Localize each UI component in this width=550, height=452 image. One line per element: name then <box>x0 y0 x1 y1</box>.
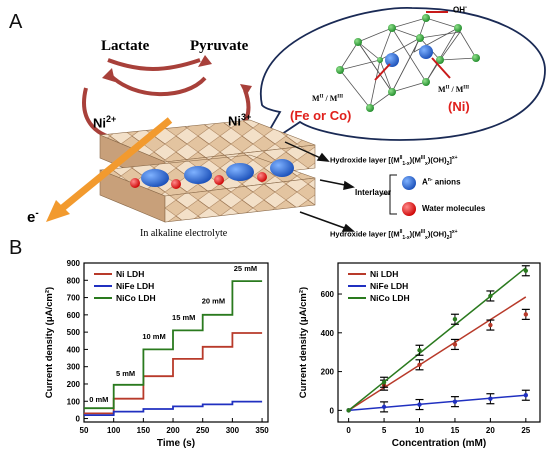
ni2-label: Ni2+ <box>93 114 117 131</box>
interlayer-ions <box>130 159 294 189</box>
data-point <box>452 399 458 404</box>
panel-b-letter: B <box>9 237 23 259</box>
time-current-chart: 50 100 150 200 250 300 350 0 100 200 300 400 500 600 7… <box>44 259 269 449</box>
x-tick-label: 350 <box>255 426 269 435</box>
y-tick-label: 500 <box>67 328 81 337</box>
series-line <box>84 280 263 410</box>
pointer-arrows <box>374 11 451 81</box>
data-point <box>417 362 422 367</box>
concentration-label: 5 mM <box>116 369 135 378</box>
y-tick-label: 400 <box>67 345 81 354</box>
hydroxide-layer-bottom: Hydroxide layer [(MII1-x)(MIIIx)(OH)2]x+ <box>330 229 458 241</box>
electron-label: e- <box>27 208 39 226</box>
hydroxide-layer-top: Hydroxide layer [(MII1-x)(MIIIx)(OH)2]x+ <box>330 155 458 167</box>
panel-a-diagram <box>46 7 546 232</box>
data-point <box>381 404 387 410</box>
x-axis-label: Concentration (mM) <box>392 438 486 449</box>
structure-bubble <box>257 7 546 151</box>
y-tick-label: 300 <box>67 363 81 372</box>
m-label-left: MII / MIII <box>312 94 344 103</box>
x-tick-label: 10 <box>415 426 424 435</box>
fit-line <box>348 394 526 412</box>
ni3-label: Ni3+ <box>228 112 252 129</box>
y-tick-label: 800 <box>67 276 81 285</box>
concentration-label: 0 mM <box>89 395 108 404</box>
x-tick-label: 5 <box>382 426 387 435</box>
data-point <box>346 408 351 413</box>
water-label: Water molecules <box>422 204 486 213</box>
y-tick-label: 400 <box>321 329 335 338</box>
x-tick-label: 150 <box>137 426 151 435</box>
y-axis-label: Current density (μA/cm²) <box>44 287 55 398</box>
plot-frame <box>83 262 269 423</box>
data-point <box>452 317 458 322</box>
hydroxide-atoms <box>336 14 480 112</box>
pyruvate-label: Pyruvate <box>190 38 249 54</box>
legend-label: NiFe LDH <box>370 281 408 291</box>
x-tick-label: 15 <box>450 426 459 435</box>
data-point <box>452 342 458 347</box>
y-tick-label: 200 <box>321 368 335 377</box>
data-point <box>381 380 387 385</box>
concentration-label: 10 mM <box>142 332 165 341</box>
y-tick-label: 200 <box>67 380 81 389</box>
y-tick-label: 0 <box>330 406 335 415</box>
legend-label: NiFe LDH <box>116 281 154 291</box>
data-point <box>523 312 529 317</box>
data-point <box>488 322 493 328</box>
oh-label: OH- <box>453 5 467 15</box>
x-tick-label: 20 <box>486 426 495 435</box>
y-tick-label: 100 <box>67 397 81 406</box>
y-axis-label: Current density (μA/cm²) <box>298 287 309 398</box>
y-tick-label: 600 <box>67 311 81 320</box>
data-point <box>488 293 493 299</box>
concentration-label: 15 mM <box>172 313 195 322</box>
legend-label: NiCo LDH <box>116 293 156 303</box>
panel-a-letter: A <box>9 11 23 33</box>
legend-balls <box>402 176 416 216</box>
metal-centers <box>385 45 433 67</box>
data-point <box>523 393 529 398</box>
x-tick-label: 200 <box>166 426 180 435</box>
x-tick-label: 300 <box>226 426 240 435</box>
concentration-label: 25 mM <box>234 264 257 273</box>
x-tick-label: 25 <box>521 426 530 435</box>
label-arrows <box>284 141 356 232</box>
x-tick-label: 50 <box>80 426 89 435</box>
data-point <box>488 396 493 401</box>
x-tick-label: 0 <box>346 426 351 435</box>
x-axis-label: Time (s) <box>157 438 195 449</box>
fit-line <box>348 267 527 411</box>
legend-label: NiCo LDH <box>370 293 410 303</box>
electron-arrow <box>46 117 173 222</box>
y-tick-label: 0 <box>76 415 81 424</box>
m-label-right: MII / MIII <box>438 85 470 94</box>
anions-label: An- anions <box>422 177 461 187</box>
x-tick-label: 100 <box>107 426 121 435</box>
fit-line <box>348 296 527 411</box>
y-tick-label: 900 <box>67 259 81 268</box>
legend-label: Ni LDH <box>116 269 144 279</box>
interlayer-bracket <box>381 174 397 215</box>
data-point <box>417 348 422 353</box>
data-point <box>417 402 422 407</box>
y-tick-label: 700 <box>67 294 81 303</box>
data-point <box>523 268 529 273</box>
interlayer-label: Interlayer <box>355 188 392 197</box>
fe-co-label: (Fe or Co) <box>290 108 352 123</box>
x-tick-label: 250 <box>196 426 210 435</box>
legend-label: Ni LDH <box>370 269 398 279</box>
series-line <box>84 400 263 416</box>
concentration-label: 20 mM <box>202 297 225 306</box>
ni-paren-label: (Ni) <box>448 99 470 114</box>
lactate-label: Lactate <box>101 38 150 54</box>
plot-frame <box>337 262 541 423</box>
y-tick-label: 600 <box>321 290 335 299</box>
electrolyte-caption: In alkaline electrolyte <box>140 228 228 239</box>
